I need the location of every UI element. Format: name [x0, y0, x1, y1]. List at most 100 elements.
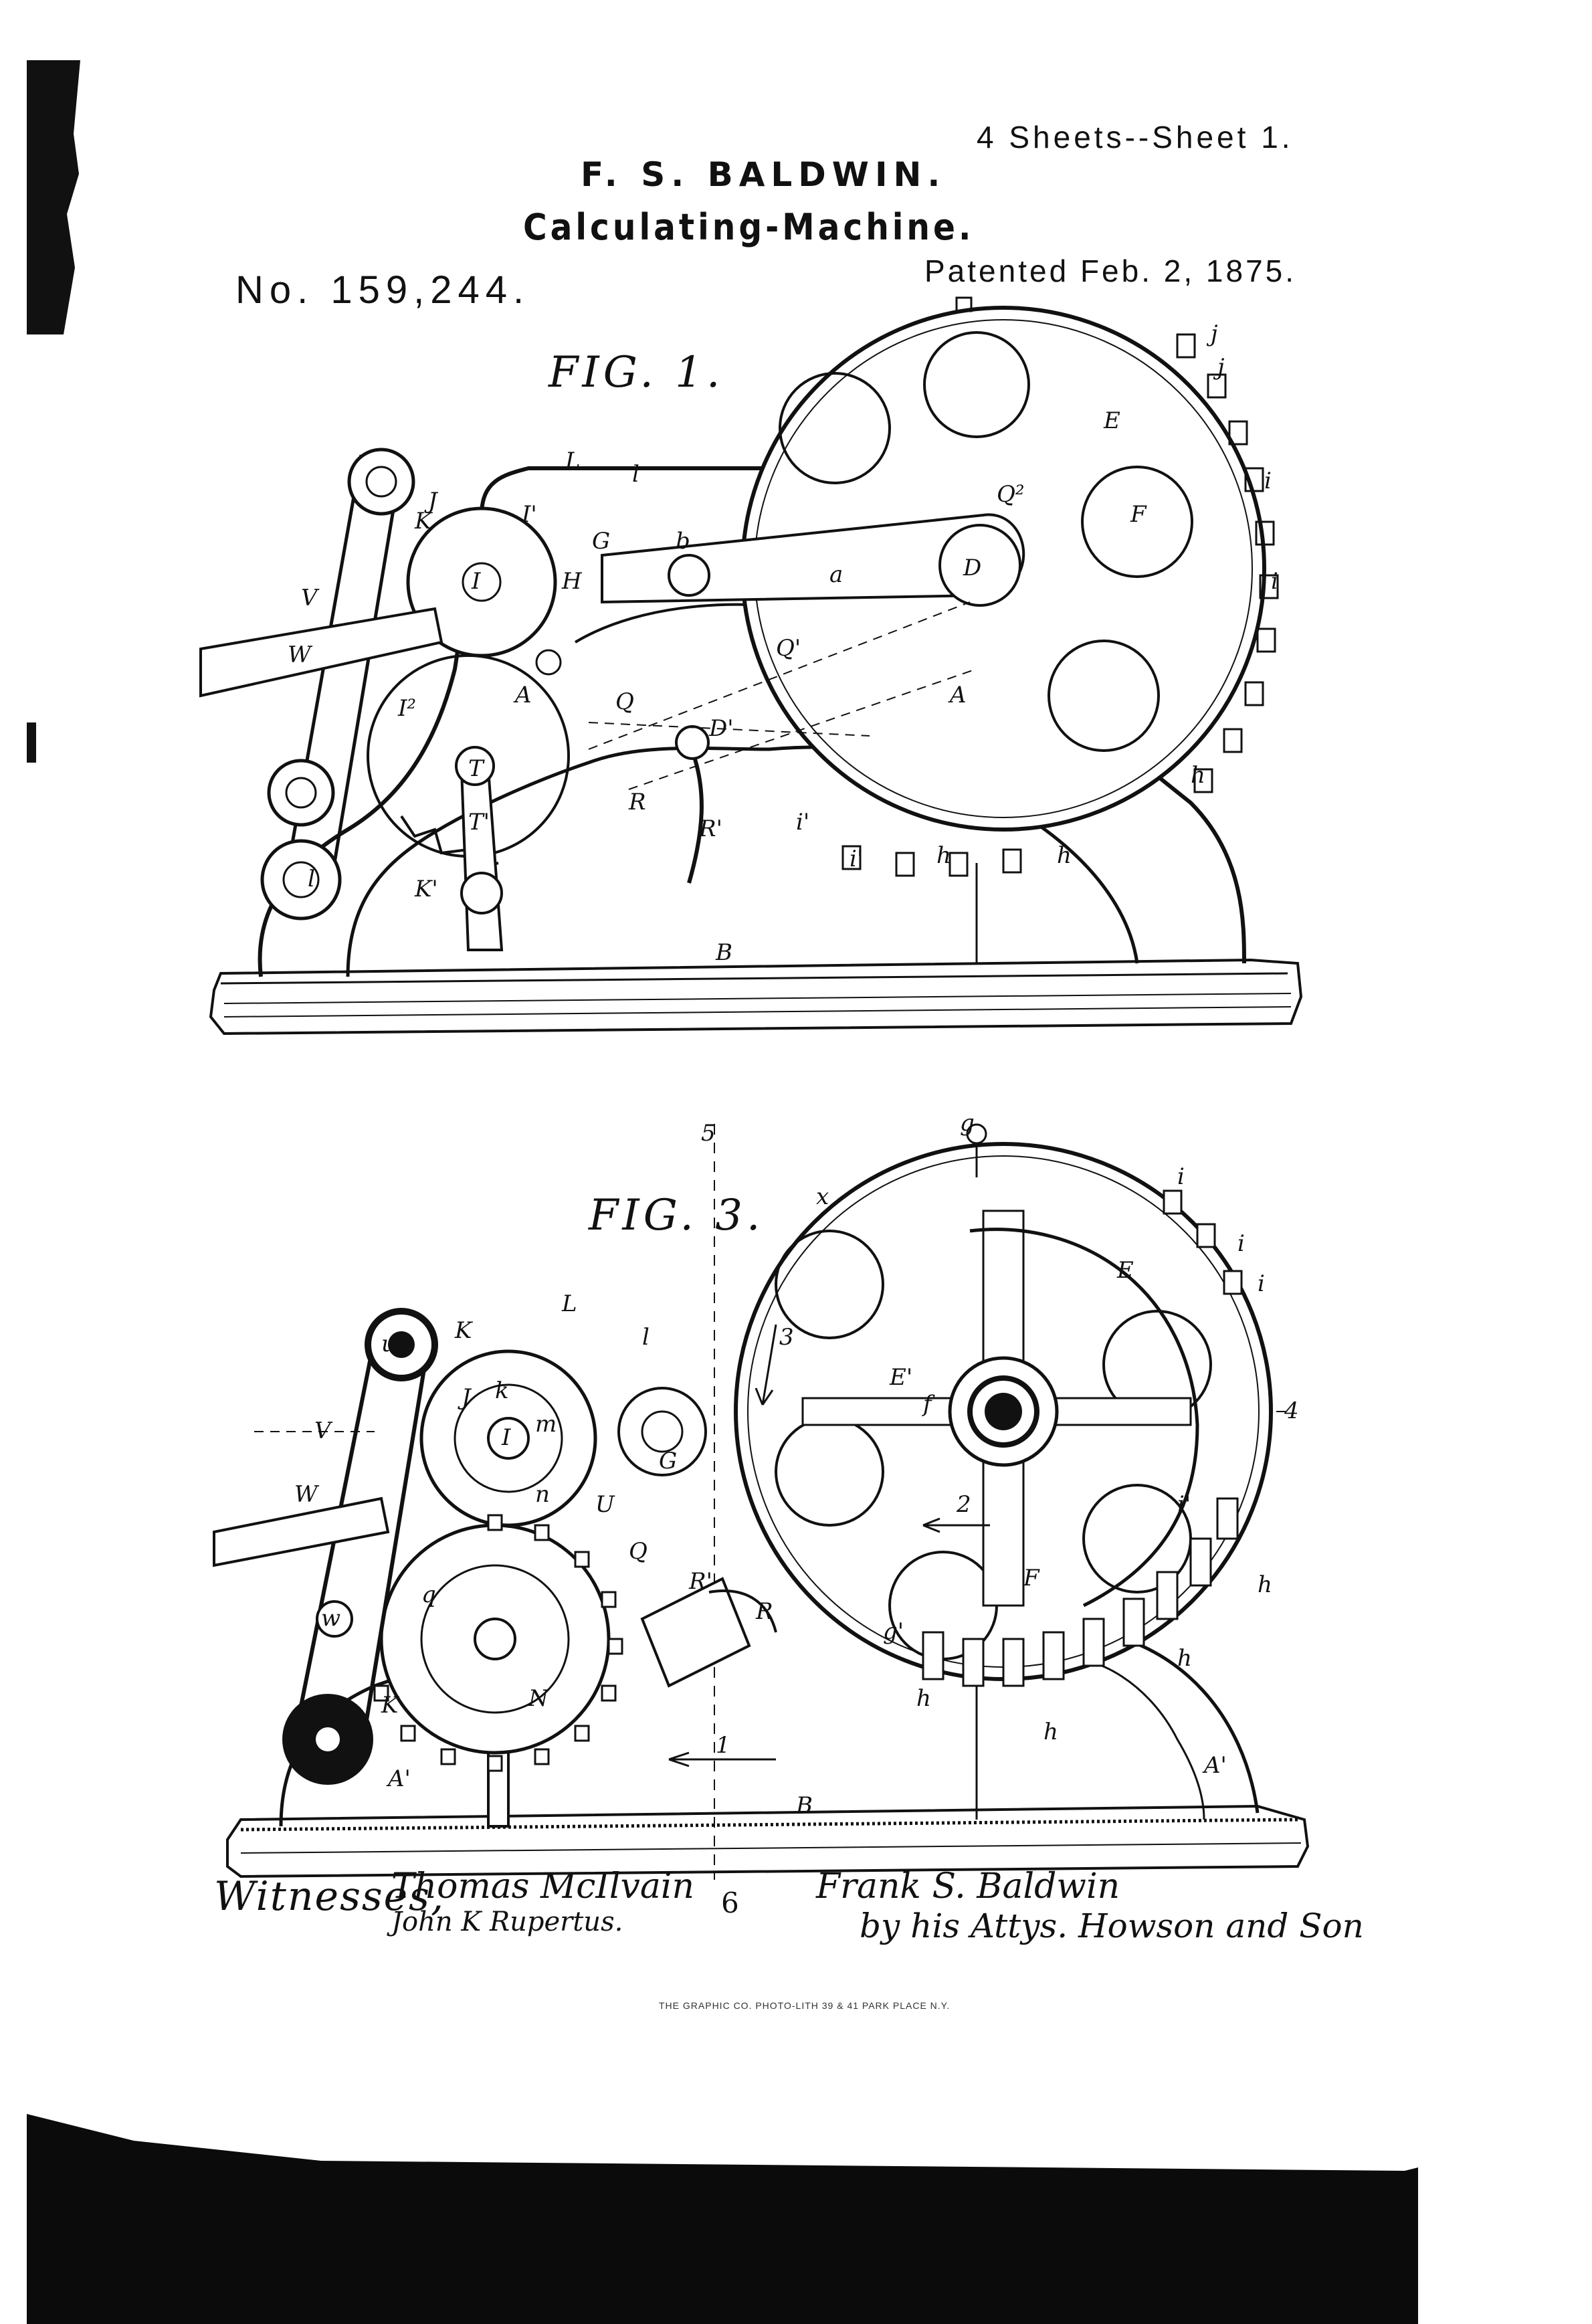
- svg-text:T': T': [468, 809, 490, 836]
- patent-date: Patented Feb. 2, 1875.: [924, 254, 1297, 288]
- svg-text:D: D: [963, 555, 981, 581]
- svg-text:H: H: [561, 568, 583, 595]
- section-marker: 6: [721, 1886, 739, 1919]
- svg-text:K: K: [381, 1692, 400, 1719]
- svg-text:i: i: [1177, 1163, 1185, 1190]
- svg-text:K: K: [414, 508, 433, 535]
- svg-text:i': i': [1177, 1491, 1191, 1518]
- svg-text:w: w: [321, 1605, 340, 1632]
- scan-edge-bottom: [27, 2114, 1418, 2324]
- svg-text:l: l: [642, 1324, 650, 1351]
- svg-text:R': R': [688, 1568, 712, 1595]
- svg-text:3: 3: [779, 1324, 794, 1351]
- svg-text:j: j: [1206, 320, 1218, 347]
- svg-text:J: J: [424, 488, 439, 514]
- witnesses-label: Witnesses,: [214, 1873, 445, 1920]
- svg-text:E': E': [889, 1364, 912, 1391]
- fig3-wheel-teeth: [922, 1189, 1243, 1687]
- svg-text:D: D: [996, 1397, 1015, 1424]
- figure-3: [213, 1123, 1310, 1880]
- figure-1: [199, 296, 1303, 1036]
- svg-text:Q': Q': [776, 635, 801, 662]
- svg-text:A': A': [386, 1765, 411, 1792]
- svg-text:g': g': [883, 1618, 904, 1645]
- patent-title: Calculating-Machine.: [523, 206, 975, 248]
- svg-text:G: G: [659, 1448, 677, 1474]
- svg-text:R': R': [698, 815, 722, 842]
- fig1-wheel-teeth: [841, 333, 1279, 877]
- svg-text:B: B: [715, 939, 732, 966]
- svg-text:h: h: [1191, 762, 1205, 789]
- svg-text:h: h: [936, 842, 951, 869]
- fig1-handle-W: [199, 607, 443, 698]
- svg-text:v: v: [288, 1719, 300, 1745]
- svg-text:Q: Q: [615, 688, 634, 715]
- svg-text:i': i': [850, 846, 863, 872]
- inventor-signature: Frank S. Baldwin: [816, 1866, 1120, 1907]
- svg-text:i: i: [1258, 1270, 1265, 1297]
- svg-text:Q: Q: [629, 1538, 648, 1565]
- patent-number: No. 159,244.: [235, 268, 530, 312]
- svg-text:N: N: [528, 1685, 549, 1712]
- svg-text:m: m: [535, 1411, 557, 1438]
- scan-mark-left: [27, 722, 36, 763]
- svg-text:1: 1: [716, 1732, 730, 1759]
- svg-text:L: L: [565, 448, 581, 474]
- svg-text:W: W: [294, 1481, 320, 1508]
- svg-text:J: J: [458, 1384, 472, 1411]
- svg-text:I: I: [471, 568, 481, 595]
- svg-text:A: A: [513, 682, 532, 708]
- svg-text:l: l: [308, 866, 315, 892]
- figure-1-label: FIG. 1.: [549, 348, 724, 397]
- svg-text:h: h: [916, 1685, 931, 1712]
- svg-text:W: W: [288, 642, 313, 668]
- svg-text:k: k: [495, 1377, 509, 1404]
- svg-text:K: K: [454, 1317, 474, 1344]
- sheet-count: 4 Sheets--Sheet 1.: [977, 120, 1294, 155]
- svg-text:h: h: [1057, 842, 1072, 869]
- svg-text:A': A': [1202, 1752, 1227, 1779]
- svg-text:h: h: [1258, 1571, 1272, 1598]
- svg-text:2: 2: [956, 1491, 971, 1518]
- svg-text:I': I': [521, 501, 537, 528]
- svg-text:i': i': [796, 809, 809, 836]
- svg-text:i: i: [1271, 568, 1278, 595]
- svg-text:D': D': [708, 715, 734, 742]
- svg-text:5: 5: [701, 1120, 716, 1147]
- fig1-base: [209, 958, 1303, 1036]
- svg-text:E: E: [1103, 407, 1120, 434]
- fig3-gear-G: [617, 1387, 707, 1476]
- svg-text:F: F: [1023, 1565, 1040, 1591]
- svg-text:I²: I²: [397, 695, 416, 722]
- svg-text:h: h: [1043, 1719, 1058, 1745]
- svg-text:E: E: [1116, 1257, 1134, 1284]
- svg-text:L: L: [561, 1290, 577, 1317]
- svg-text:h: h: [1177, 1645, 1192, 1672]
- svg-text:B: B: [795, 1792, 813, 1819]
- witness-1-signature: Thomas McIlvain: [391, 1866, 695, 1907]
- svg-text:V: V: [314, 1418, 333, 1444]
- svg-text:n: n: [535, 1481, 550, 1508]
- svg-text:G: G: [592, 528, 610, 555]
- svg-text:q: q: [421, 1581, 436, 1608]
- svg-text:F: F: [1130, 501, 1147, 528]
- figure-3-label: FIG. 3.: [589, 1191, 765, 1240]
- svg-text:j: j: [1213, 354, 1225, 381]
- lithographer-imprint: THE GRAPHIC CO. PHOTO-LITH 39 & 41 PARK …: [659, 2000, 951, 2011]
- fig1-lever-T: [460, 768, 504, 951]
- svg-text:A: A: [948, 682, 967, 708]
- svg-text:l: l: [632, 461, 639, 488]
- svg-text:I: I: [501, 1424, 511, 1451]
- svg-text:U: U: [595, 1491, 615, 1518]
- svg-text:b: b: [676, 528, 690, 555]
- svg-text:V: V: [301, 585, 320, 611]
- svg-text:T: T: [468, 755, 485, 782]
- witness-2-signature: John K Rupertus.: [391, 1907, 623, 1937]
- svg-text:R: R: [755, 1598, 773, 1625]
- attorney-signature: by his Attys. Howson and Son: [860, 1907, 1364, 1945]
- svg-text:R: R: [628, 789, 646, 815]
- svg-text:4: 4: [1284, 1397, 1299, 1424]
- fig3-base: [226, 1804, 1310, 1878]
